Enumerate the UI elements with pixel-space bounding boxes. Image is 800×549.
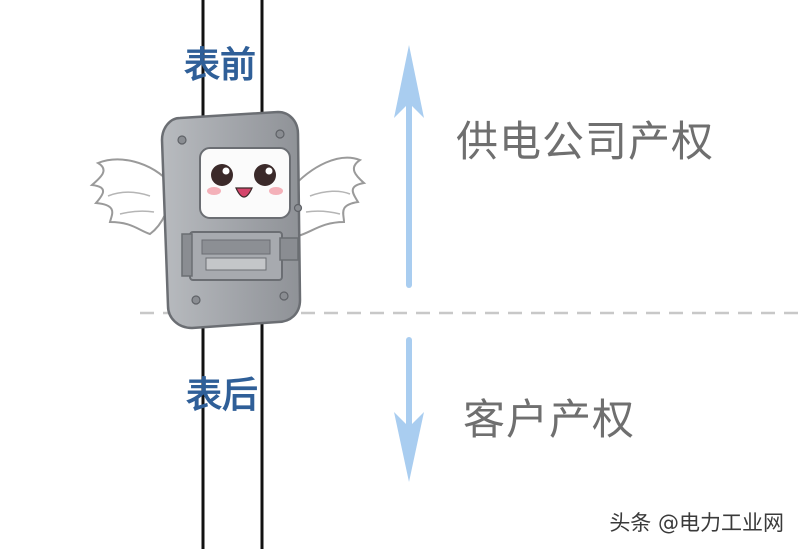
supply-company-ownership-label: 供电公司产权 (456, 117, 715, 166)
customer-ownership-label: 客户产权 (463, 395, 636, 444)
watermark: 头条 @电力工业网 (609, 511, 784, 535)
electric-meter-icon (160, 110, 303, 330)
meter-front-label: 表前 (184, 45, 257, 86)
meter-back-label: 表后 (186, 375, 259, 416)
left-wing-icon (89, 158, 174, 236)
arrow-down-icon (394, 337, 424, 482)
arrow-up-icon (394, 45, 424, 288)
